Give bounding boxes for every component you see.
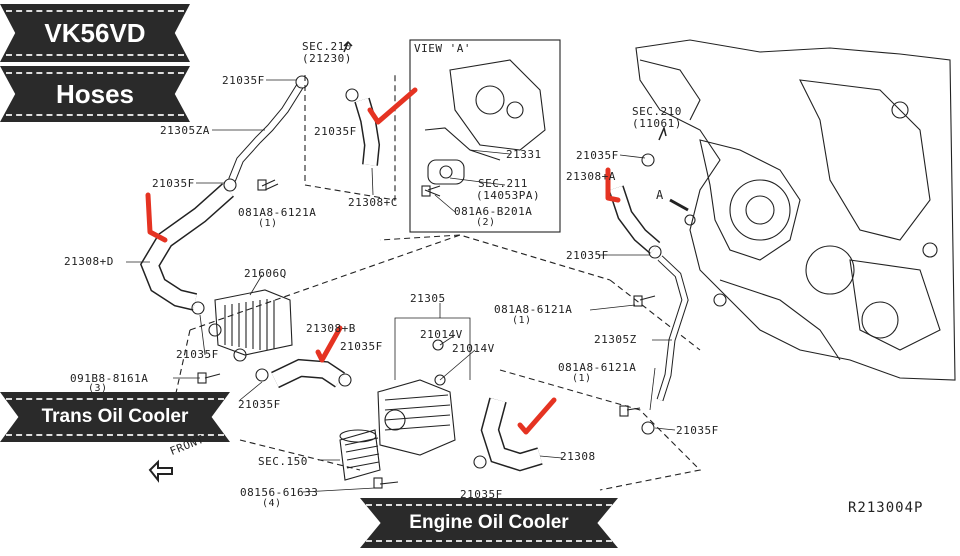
check-mark-21308b: [315, 325, 343, 363]
callout-21035f-a: 21035F: [222, 74, 265, 87]
callout-21305za: 21305ZA: [160, 124, 210, 137]
callout-091b8-qty: (3): [88, 383, 108, 394]
sec210-arrow: [343, 40, 353, 53]
callout-sec210-sub: (21230): [302, 52, 352, 65]
callout-21035f-f: 21035F: [340, 340, 383, 353]
callout-21305z: 21305Z: [594, 333, 637, 346]
callout-091b8: 091B8-8161A: [70, 372, 149, 385]
trans-oil-cooler-label: Trans Oil Cooler: [41, 406, 189, 427]
sec210-right-arrow: [658, 125, 667, 141]
engine-oil-cooler-banner: Engine Oil Cooler: [360, 498, 618, 548]
leader-lines: [126, 79, 676, 493]
view-a-drawing: [424, 59, 546, 197]
callout-sec210-right-sub: (11061): [632, 117, 682, 130]
callout-081a8-b: 081A8-6121A: [494, 303, 573, 316]
callout-21305: 21305: [410, 292, 446, 305]
reference-code: R213004P: [848, 500, 924, 516]
callout-21014v-b: 21014V: [452, 342, 495, 355]
callout-08156-qty: (4): [262, 498, 282, 509]
callout-21014v-a: 21014V: [420, 328, 463, 341]
model-name: VK56VD: [44, 17, 146, 48]
pipe-21305z: [656, 255, 689, 402]
hose-21308-a: [608, 185, 661, 255]
hose-21308-d: [139, 183, 234, 311]
callout-21308b: 21308+B: [306, 322, 356, 335]
view-a-box: [409, 39, 561, 233]
callout-21308d: 21308+D: [64, 255, 114, 268]
callout-081a8-c: 081A8-6121A: [558, 361, 637, 374]
trans-oil-cooler-drawing: [208, 289, 293, 362]
check-mark-21308: [517, 397, 557, 435]
engine-oil-cooler-label: Engine Oil Cooler: [409, 512, 569, 533]
oil-filter-drawing: [339, 429, 381, 481]
callout-sec210: SEC.210: [302, 40, 352, 53]
view-a-arrow: [669, 198, 689, 212]
callout-21606q: 21606Q: [244, 267, 287, 280]
engine-oil-cooler-drawing: [377, 379, 456, 456]
clamp-drawings: [191, 75, 662, 469]
check-mark-21308d: [145, 192, 168, 243]
callout-21035f-g: 21035F: [460, 488, 503, 501]
callout-21035f-d: 21035F: [176, 348, 219, 361]
callout-081a6-qty: (2): [476, 217, 496, 228]
callout-21035f-e: 21035F: [238, 398, 281, 411]
callout-21035f-j: 21035F: [676, 424, 719, 437]
callout-08156: 08156-61633: [240, 486, 319, 499]
callout-sec211: SEC.211: [478, 177, 528, 190]
engine-block-drawing: [635, 39, 956, 381]
check-mark-21308a: [605, 167, 621, 203]
trans-oil-cooler-banner: Trans Oil Cooler: [0, 392, 230, 442]
callout-sec211-sub: (14053PA): [476, 189, 541, 202]
callout-21035f-c: 21035F: [152, 177, 195, 190]
callout-21035f-h: 21035F: [576, 149, 619, 162]
model-banner: VK56VD: [0, 4, 190, 62]
callout-21331: 21331: [506, 148, 542, 161]
callout-sec210-right: SEC.210: [632, 105, 682, 118]
bolt-drawings: [197, 179, 656, 489]
callout-081a8-a-qty: (1): [258, 218, 278, 229]
section-banner: Hoses: [0, 66, 190, 122]
callout-21308: 21308: [560, 450, 596, 463]
front-arrow-icon: [148, 459, 173, 483]
red-check-marks: [145, 87, 621, 435]
check-mark-21308c: [367, 87, 418, 125]
callout-081a8-b-qty: (1): [512, 315, 532, 326]
callout-081a8-a: 081A8-6121A: [238, 206, 317, 219]
hose-21308-c: [354, 97, 381, 166]
callout-21308a: 21308+A: [566, 170, 616, 183]
dashed-boundaries: [169, 75, 702, 491]
hose-21308-b: [271, 358, 345, 389]
hose-21308: [480, 397, 543, 472]
section-name: Hoses: [55, 78, 135, 109]
callout-081a6: 081A6-B201A: [454, 205, 533, 218]
arrow-a-label: A: [656, 188, 664, 202]
hose-21305za: [228, 83, 304, 182]
callout-21308c: 21308+C: [348, 196, 398, 209]
callout-sec150: SEC.150: [258, 455, 308, 468]
callout-21035f-b: 21035F: [314, 125, 357, 138]
view-a-title: VIEW 'A': [414, 42, 471, 55]
callout-081a8-c-qty: (1): [572, 373, 592, 384]
callout-21035f-i: 21035F: [566, 249, 609, 262]
